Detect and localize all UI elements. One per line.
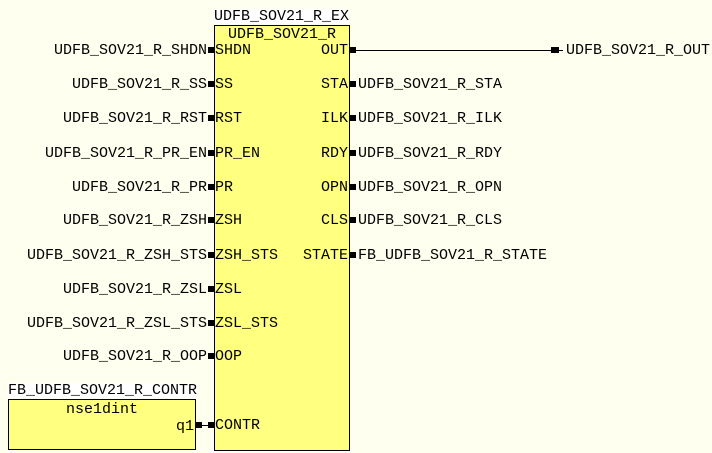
input-signal-label[interactable]: UDFB_SOV21_R_SHDN (53, 42, 207, 59)
input-signal-label[interactable]: UDFB_SOV21_R_PR (71, 179, 207, 196)
contr-block-instance-name: FB_UDFB_SOV21_R_CONTR (8, 382, 198, 399)
output-pin-out: OUT (320, 42, 348, 59)
input-pin-marker[interactable] (208, 150, 214, 156)
input-pin-marker[interactable] (208, 286, 214, 292)
input-signal-label[interactable]: UDFB_SOV21_R_SS (71, 76, 207, 93)
out-connector-stub (551, 50, 563, 51)
input-pin-marker[interactable] (208, 217, 214, 223)
input-pin-marker[interactable] (208, 353, 214, 359)
out-connection-line (355, 50, 555, 51)
contr-block-type: nse1dint (65, 401, 138, 418)
contr-output-pin-q1: q1 (175, 418, 194, 435)
q1-pin-marker[interactable] (196, 422, 202, 428)
contr-function-block[interactable]: nse1dint q1 (8, 399, 196, 450)
input-pin-marker[interactable] (208, 184, 214, 190)
output-pin-marker[interactable] (350, 81, 356, 87)
output-pin-cls: CLS (320, 212, 348, 229)
output-pin-marker[interactable] (350, 217, 356, 223)
output-pin-marker[interactable] (350, 252, 356, 258)
input-signal-label[interactable]: UDFB_SOV21_R_ZSH_STS (26, 247, 207, 264)
input-signal-label[interactable]: UDFB_SOV21_R_PR_EN (44, 145, 207, 162)
output-pin-marker[interactable] (350, 184, 356, 190)
input-pin-oop: OOP (215, 348, 243, 365)
input-signal-label[interactable]: UDFB_SOV21_R_ZSL_STS (26, 315, 207, 332)
main-function-block[interactable]: UDFB_SOV21_R (214, 25, 350, 451)
input-pin-contr: CONTR (215, 417, 261, 434)
output-signal-label[interactable]: UDFB_SOV21_R_ILK (358, 110, 503, 127)
input-pin-zsl: ZSL (215, 281, 243, 298)
input-pin-zsl_sts: ZSL_STS (215, 315, 279, 332)
output-signal-label[interactable]: UDFB_SOV21_R_STA (358, 76, 503, 93)
input-pin-marker[interactable] (208, 320, 214, 326)
input-pin-shdn: SHDN (215, 42, 252, 59)
out-signal-label[interactable]: UDFB_SOV21_R_OUT (566, 42, 711, 59)
input-pin-marker[interactable] (208, 81, 214, 87)
output-pin-state: STATE (302, 247, 348, 264)
output-pin-opn: OPN (320, 179, 348, 196)
input-pin-zsh: ZSH (215, 212, 243, 229)
contr-connection-line (202, 425, 210, 426)
input-pin-marker[interactable] (208, 47, 214, 53)
output-pin-marker[interactable] (350, 115, 356, 121)
output-signal-label[interactable]: FB_UDFB_SOV21_R_STATE (358, 247, 548, 264)
input-pin-rst: RST (215, 110, 243, 127)
input-pin-pr_en: PR_EN (215, 145, 261, 162)
main-block-type: UDFB_SOV21_R (227, 26, 337, 43)
main-block-instance-name: UDFB_SOV21_R_EX (214, 8, 350, 25)
input-pin-marker[interactable] (208, 422, 214, 428)
input-pin-ss: SS (215, 76, 234, 93)
input-pin-marker[interactable] (208, 252, 214, 258)
output-pin-marker[interactable] (350, 47, 356, 53)
input-signal-label[interactable]: UDFB_SOV21_R_OOP (62, 348, 207, 365)
input-pin-marker[interactable] (208, 115, 214, 121)
input-signal-label[interactable]: UDFB_SOV21_R_ZSH (62, 212, 207, 229)
input-signal-label[interactable]: UDFB_SOV21_R_RST (62, 110, 207, 127)
output-pin-ilk: ILK (320, 110, 348, 127)
output-pin-marker[interactable] (350, 150, 356, 156)
input-pin-zsh_sts: ZSH_STS (215, 247, 279, 264)
input-signal-label[interactable]: UDFB_SOV21_R_ZSL (62, 281, 207, 298)
input-pin-pr: PR (215, 179, 234, 196)
output-pin-rdy: RDY (320, 145, 348, 162)
output-signal-label[interactable]: UDFB_SOV21_R_RDY (358, 145, 503, 162)
output-pin-sta: STA (320, 76, 348, 93)
output-signal-label[interactable]: UDFB_SOV21_R_OPN (358, 179, 503, 196)
output-signal-label[interactable]: UDFB_SOV21_R_CLS (358, 212, 503, 229)
